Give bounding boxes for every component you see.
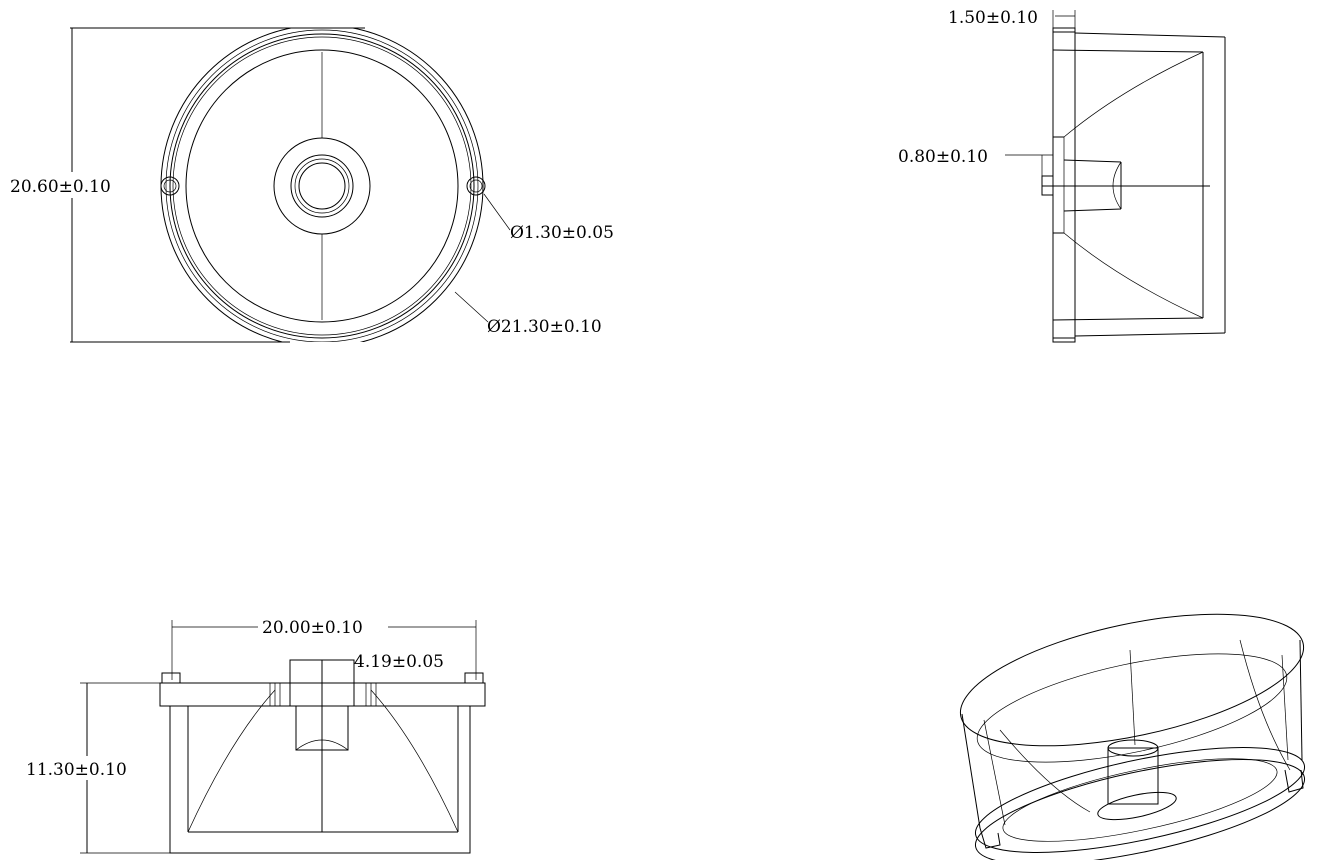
isometric-view (959, 613, 1306, 860)
flange-thickness-dimension: 1.50±0.10 (948, 8, 1038, 28)
boss-width-dimension: 4.19±0.05 (354, 652, 444, 672)
bottom-view: 20.00±0.10 4.19±0.05 11.30±0.10 (24, 614, 486, 854)
bottom-width-dimension: 20.00±0.10 (262, 618, 363, 638)
front-view: 20.60±0.10 Ø1.30±0.05 Ø21.30±0.10 (8, 27, 614, 343)
hole-diameter-dimension: Ø1.30±0.05 (510, 223, 614, 243)
outer-diameter-dimension: Ø21.30±0.10 (487, 317, 602, 337)
bottom-height-dimension: 11.30±0.10 (26, 760, 127, 780)
side-view: 1.50±0.10 0.80±0.10 (898, 8, 1226, 343)
boss-length-dimension: 0.80±0.10 (898, 147, 988, 167)
front-height-dimension: 20.60±0.10 (10, 177, 111, 197)
